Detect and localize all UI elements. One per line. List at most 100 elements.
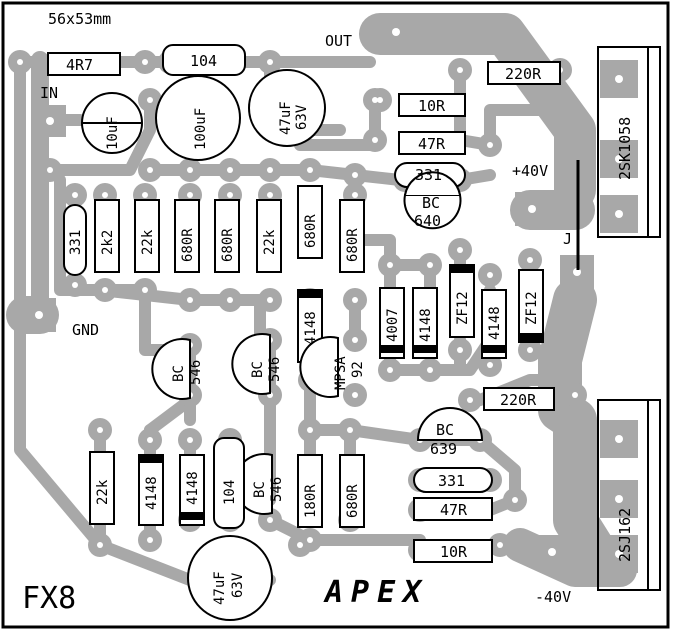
capacitor-104-top-body (162, 44, 246, 76)
drill-hole (527, 347, 533, 353)
drill-hole (147, 437, 153, 443)
drill-hole (512, 497, 518, 503)
drill-hole (267, 192, 273, 198)
diode-4148-d-label: 4148 (144, 476, 160, 510)
resistor-680r-c-body (297, 185, 323, 259)
diode-4007-label: 4007 (385, 308, 401, 342)
diode-zf12-a-body (449, 264, 475, 338)
resistor-180r-label: 180R (303, 484, 319, 518)
transistor-bc546-a-label-1: BC (171, 365, 187, 382)
capacitor-100uf-label: 100uF (193, 108, 209, 150)
drill-hole (392, 28, 400, 36)
drill-hole (615, 75, 623, 83)
diode-4148-c-label: 4148 (303, 311, 319, 345)
drill-hole (427, 367, 433, 373)
drill-hole (267, 167, 273, 173)
resistor-680r-a-body (174, 199, 200, 273)
drill-hole (352, 392, 358, 398)
drill-hole (102, 287, 108, 293)
drill-hole (227, 167, 233, 173)
drill-hole (487, 142, 493, 148)
resistor-4r7-body (47, 52, 121, 76)
resistor-680r-d-body (339, 199, 365, 273)
diode-bands (139, 265, 543, 520)
mosfet-bottom-label: 2SJ162 (616, 508, 634, 562)
drill-hole (387, 367, 393, 373)
drill-hole (72, 192, 78, 198)
drill-hole (267, 59, 273, 65)
drill-hole (72, 282, 78, 288)
transistor-mpsa92-label-2: 92 (350, 361, 366, 378)
drill-hole (147, 537, 153, 543)
resistor-22k-c-label: 22k (95, 479, 111, 505)
capacitor-331-left-body (63, 204, 87, 276)
drill-hole (97, 542, 103, 548)
mosfet-top-outline (597, 46, 661, 238)
drill-hole (352, 337, 358, 343)
drill-hole (487, 272, 493, 278)
transistor-bc640-label-1: BC (422, 194, 440, 212)
drill-hole (307, 537, 313, 543)
drill-hole (487, 362, 493, 368)
resistor-22k-b-label: 22k (262, 229, 278, 255)
drill-hole (352, 172, 358, 178)
resistor-22k-a-body (134, 199, 160, 273)
drill-hole (187, 297, 193, 303)
drill-hole (352, 192, 358, 198)
resistor-2k2-body (94, 199, 120, 273)
transistor-mpsa92-label-1: MPSA (333, 356, 349, 390)
drill-hole (615, 550, 623, 558)
capacitor-47uf-bottom-label-2: 63V (230, 572, 246, 598)
transistor-bc546-a-body (151, 338, 191, 400)
drill-hole (35, 311, 43, 319)
resistor-47r-bottom-label: 47R (440, 501, 468, 519)
capacitor-104-top-label: 104 (190, 52, 217, 70)
drill-hole (457, 347, 463, 353)
resistor-10r-top-body (398, 93, 466, 117)
drill-hole (147, 167, 153, 173)
capacitor-10uf-label: 10uF (105, 116, 121, 150)
resistor-680r-b-body (214, 199, 240, 273)
mosfet-bottom-outline (597, 399, 661, 591)
drill-hole (47, 167, 53, 173)
resistor-220r-mid-label: 220R (500, 391, 537, 409)
resistor-680r-e-body (339, 454, 365, 528)
drill-hole (615, 210, 623, 218)
drill-hole (615, 495, 623, 503)
drill-hole (142, 59, 148, 65)
resistor-680r-a-label: 680R (180, 228, 196, 262)
drill-hole (187, 167, 193, 173)
transistor-bc639-body (416, 407, 484, 441)
resistor-22k-b-body (256, 199, 282, 273)
resistor-47r-bottom-body (413, 497, 493, 521)
capacitor-104-bottom-body (213, 437, 245, 529)
transistor-mpsa92-body (299, 336, 339, 398)
drill-hole (17, 59, 23, 65)
diode-zf12-b-label: ZF12 (524, 291, 540, 325)
drill-hole (142, 287, 148, 293)
capacitor-331-top-label: 331 (415, 166, 442, 184)
transistor-bc546-b-label-1: BC (250, 361, 266, 378)
drill-hole (97, 427, 103, 433)
resistor-680r-e-label: 680R (345, 484, 361, 518)
diode-4148-e-label: 4148 (185, 471, 201, 505)
transistor-bc546-b-body (231, 333, 271, 395)
drill-hole (372, 97, 378, 103)
drill-hole (527, 257, 533, 263)
drill-hole (147, 97, 153, 103)
diode-4148-a-label: 4148 (418, 308, 434, 342)
drill-hole (352, 297, 358, 303)
gnd-label: GND (72, 321, 99, 339)
brand-logo-text: APEX (323, 575, 429, 610)
resistor-680r-b-label: 680R (220, 228, 236, 262)
drill-hole (528, 205, 536, 213)
transistor-bc546-c-label-2: 546 (269, 477, 285, 502)
capacitor-331-bottom-body (413, 467, 493, 493)
diode-4148-b-label: 4148 (487, 306, 503, 340)
drill-hole (615, 435, 623, 443)
drill-hole (615, 155, 623, 163)
drill-hole (457, 67, 463, 73)
transistor-bc640-label-2: 640 (414, 212, 441, 230)
drill-hole (142, 192, 148, 198)
